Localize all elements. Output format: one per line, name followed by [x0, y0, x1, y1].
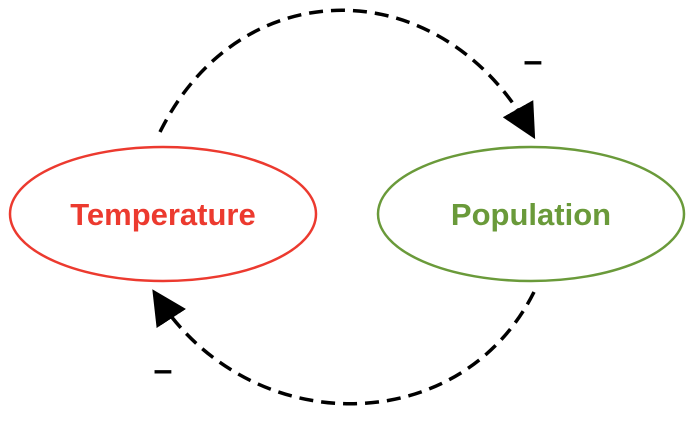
sign-label-bottom: –: [154, 351, 173, 389]
dashed-arrow-bottom: [152, 289, 536, 406]
temperature-ellipse: [8, 145, 318, 283]
population-label: Population: [451, 197, 611, 232]
temperature-node: Temperature: [8, 145, 318, 283]
temperature-label: Temperature: [70, 197, 256, 232]
population-ellipse: [376, 145, 686, 283]
edge-temperature-to-population: –: [158, 8, 543, 140]
population-node: Population: [376, 145, 686, 283]
sign-label-top: –: [524, 42, 543, 80]
dashed-arrow-top: [158, 8, 536, 140]
edge-population-to-temperature: –: [152, 289, 536, 406]
